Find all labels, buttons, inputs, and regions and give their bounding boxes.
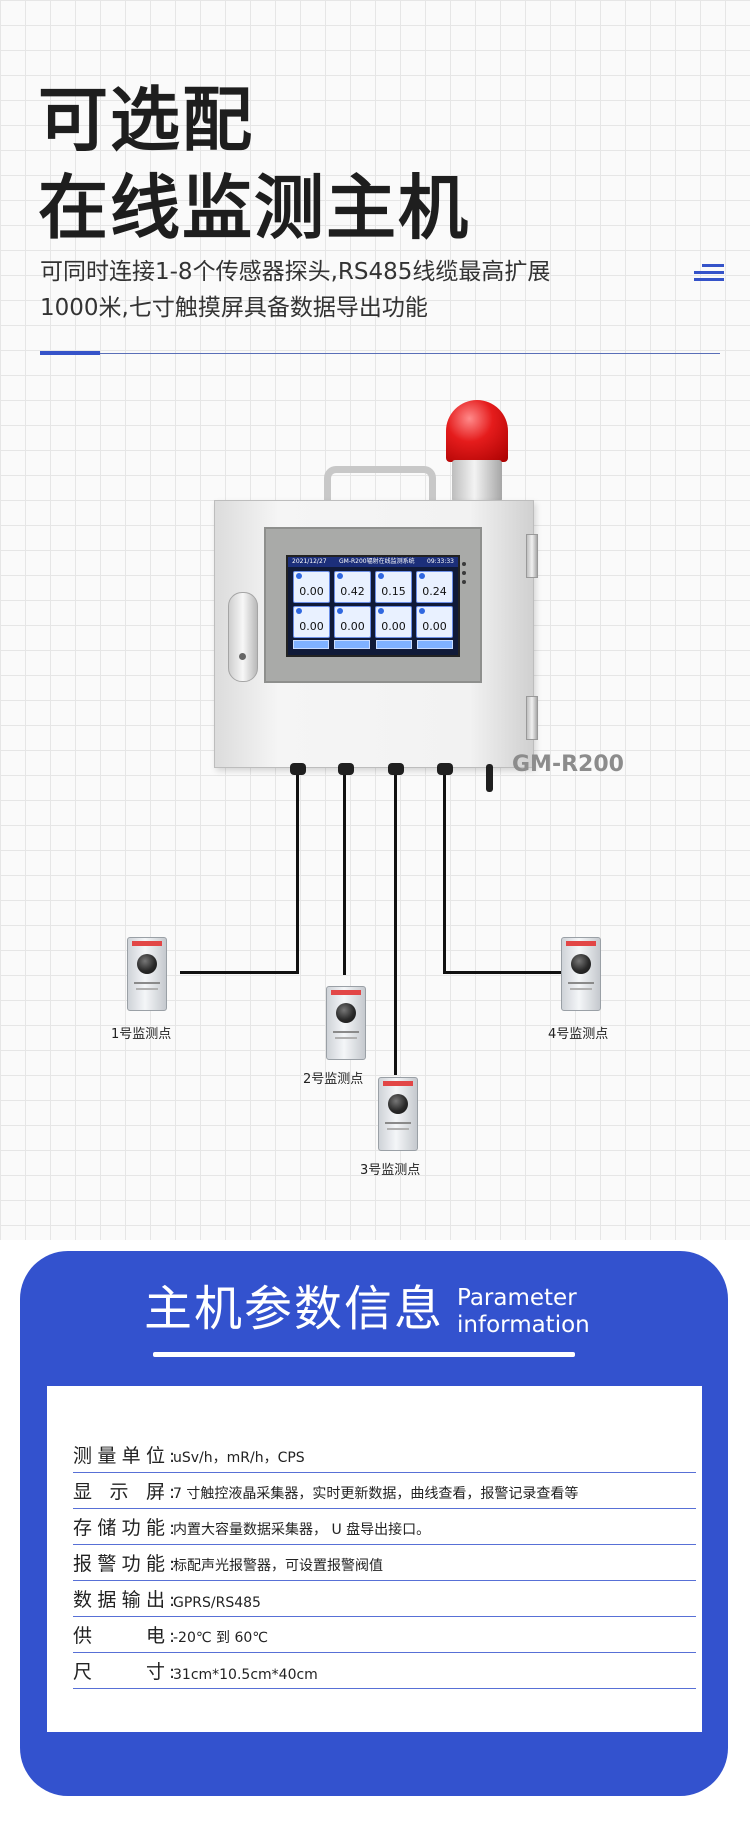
cable-2 [343,775,346,975]
divider-accent [40,351,100,355]
cable-gland [290,763,306,775]
channel-value: 0.00 [340,620,365,633]
screen-button [416,640,453,649]
param-key: 尺寸 [73,1661,165,1683]
channel-value: 0.24 [422,585,447,598]
parameter-title-english: Parameter information [457,1285,590,1339]
param-row: 测量单位 : uSv/h，mR/h，CPS [73,1436,696,1473]
param-value: 31cm*10.5cm*40cm [173,1667,318,1683]
cable-1-horizontal [180,971,299,974]
sensor-probe-3 [378,1077,418,1151]
channel-cell: 0.00 [293,606,330,638]
cable-gland [338,763,354,775]
channel-cell: 0.00 [334,606,371,638]
param-key: 数据输出 [73,1589,165,1611]
antenna-icon [486,764,493,792]
param-value: uSv/h，mR/h，CPS [173,1450,305,1466]
screen-time: 09:33:33 [427,558,454,565]
model-label: GM-R200 [512,752,624,777]
alarm-lamp-icon [446,400,508,462]
channel-value: 0.15 [381,585,406,598]
cable-4 [443,775,446,973]
channel-value: 0.42 [340,585,365,598]
hinge-bottom [526,696,538,740]
screen-button [375,640,412,649]
param-colon: : [169,1482,176,1503]
parameter-card [47,1386,702,1732]
menu-lines-icon [694,262,724,284]
param-row: 数据输出 : GPRS/RS485 [73,1580,696,1617]
channel-value: 0.00 [422,620,447,633]
screen-system-name: GM-R200辐射在线监测系统 [339,558,415,565]
cable-gland [388,763,404,775]
channel-value: 0.00 [299,620,324,633]
param-key: 显示屏 [73,1481,165,1503]
parameter-title-english-line2: information [457,1312,590,1338]
screen-date: 2021/12/27 [292,558,327,565]
channel-cell: 0.00 [375,606,412,638]
screen-buttons [288,640,458,649]
screen-button [293,640,329,649]
param-colon: : [169,1626,176,1647]
door-lock-icon [228,592,258,682]
parameter-title-english-line1: Parameter [457,1285,577,1311]
cable-1 [296,775,299,973]
channel-cell: 0.15 [375,571,412,603]
param-colon: : [169,1662,176,1683]
monitor-point-label: 4号监测点 [548,1027,609,1042]
param-row: 显示屏 : 7 寸触控液晶采集器，实时更新数据，曲线查看，报警记录查看等 [73,1472,696,1509]
screen-header: 2021/12/27 GM-R200辐射在线监测系统 09:33:33 [288,557,458,567]
channel-cell: 0.00 [293,571,330,603]
param-row: 存储功能 : 内置大容量数据采集器， U 盘导出接口。 [73,1508,696,1545]
monitor-point-label: 1号监测点 [111,1027,172,1042]
sensor-probe-2 [326,986,366,1060]
hinge-top [526,534,538,578]
carry-handle [324,466,436,513]
monitor-point-label: 2号监测点 [303,1072,364,1087]
status-leds [462,562,468,589]
parameter-title: 主机参数信息 [144,1281,445,1337]
param-key: 存储功能 [73,1517,165,1539]
param-value: 内置大容量数据采集器， U 盘导出接口。 [173,1522,431,1538]
monitor-point-label: 3号监测点 [360,1163,421,1178]
channel-value: 0.00 [381,620,406,633]
alarm-lamp-base [452,460,502,502]
title-underline [153,1352,575,1357]
param-row: 报警功能 : 标配声光报警器，可设置报警阀值 [73,1544,696,1581]
subtitle-line-1: 可同时连接1-8个传感器探头,RS485线缆最高扩展 [40,259,551,285]
subtitle-line-2: 1000米,七寸触摸屏具备数据导出功能 [40,295,428,321]
cable-4-horizontal [443,971,565,974]
param-colon: : [169,1446,176,1467]
touch-screen: 2021/12/27 GM-R200辐射在线监测系统 09:33:33 0.00… [286,555,460,657]
channel-cell: 0.00 [416,606,453,638]
screen-button [334,640,371,649]
channel-cell: 0.24 [416,571,453,603]
cable-3 [394,775,397,1075]
sensor-probe-4 [561,937,601,1011]
param-colon: : [169,1554,176,1575]
param-row: 尺寸 : 31cm*10.5cm*40cm [73,1652,696,1689]
param-value: 标配声光报警器，可设置报警阀值 [173,1558,383,1574]
title-line-1: 可选配 [38,79,254,161]
title-line-2: 在线监测主机 [38,167,470,249]
param-key: 报警功能 [73,1553,165,1575]
divider-line [40,353,720,354]
param-value: GPRS/RS485 [173,1595,261,1611]
cable-gland [437,763,453,775]
channel-cell: 0.42 [334,571,371,603]
channel-grid: 0.00 0.42 0.15 0.24 0.00 0.00 0.00 0.00 [288,567,458,640]
param-key: 测量单位 [73,1445,165,1467]
param-value: 7 寸触控液晶采集器，实时更新数据，曲线查看，报警记录查看等 [173,1486,579,1502]
channel-value: 0.00 [299,585,324,598]
param-colon: : [169,1590,176,1611]
param-row: 供电 : -20℃ 到 60℃ [73,1616,696,1653]
param-colon: : [169,1518,176,1539]
param-key: 供电 [73,1625,165,1647]
sensor-probe-1 [127,937,167,1011]
param-value: -20℃ 到 60℃ [173,1630,269,1646]
